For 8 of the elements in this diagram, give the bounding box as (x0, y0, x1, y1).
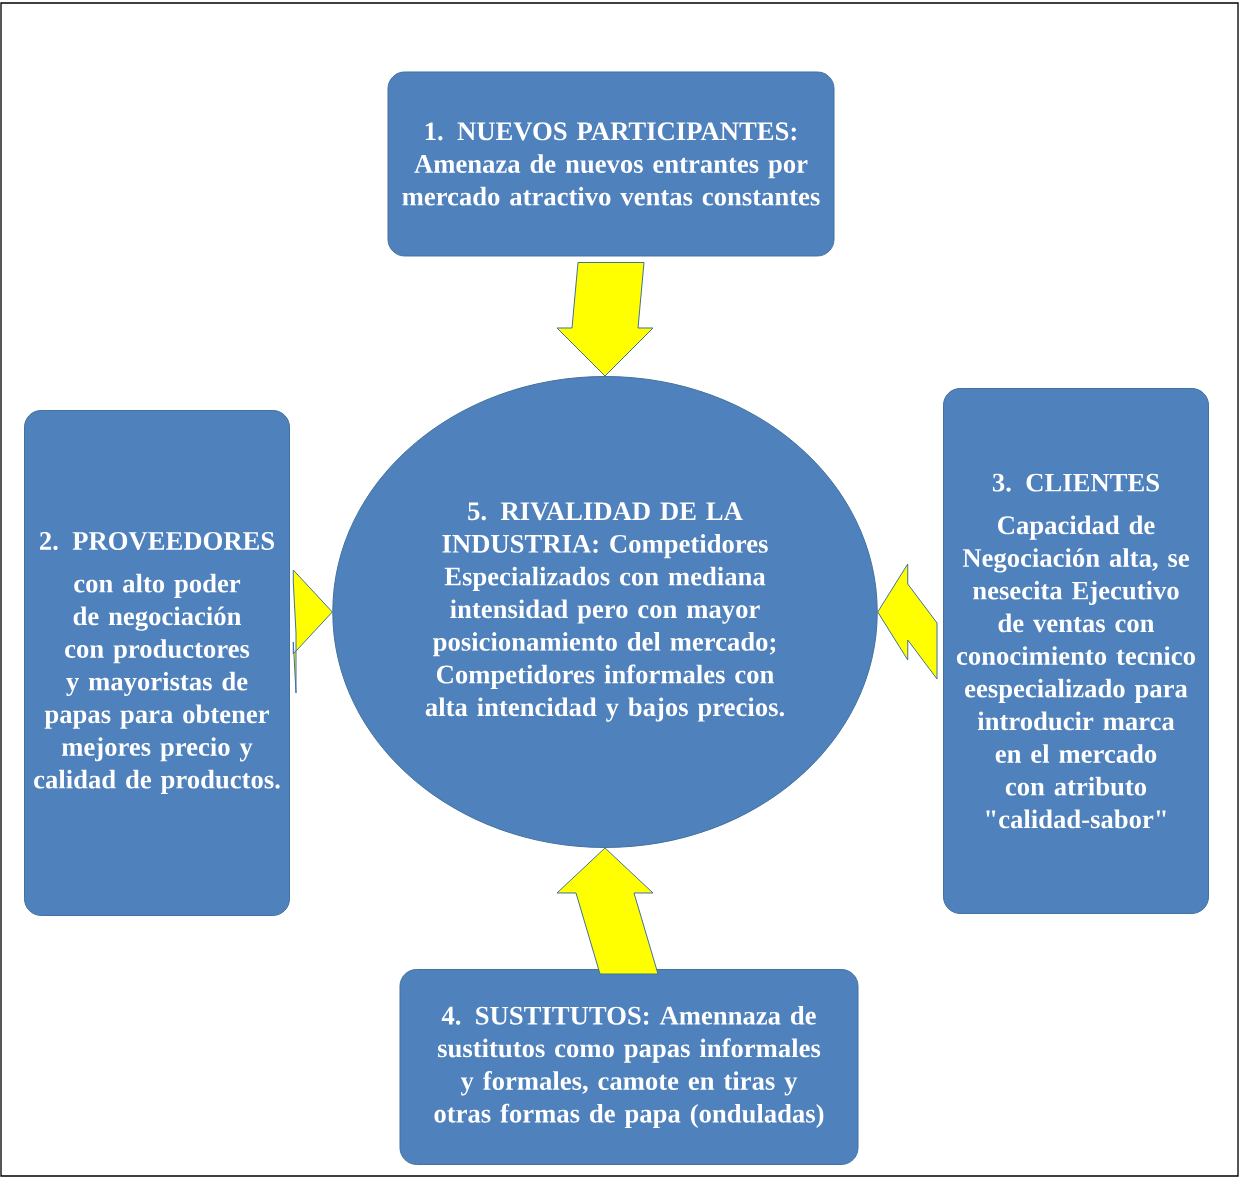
process-box: 4. SUSTITUTOS: Amennaza de sustitutos como papas informales y formales, camote en tiras y otras formas de papa (onduladas) (399, 969, 859, 1165)
block-arrow (556, 262, 654, 377)
process-box: 1. NUEVOS PARTICIPANTES: Amenaza de nuevos entrantes por mercado atractivo ventas constantes (387, 71, 835, 257)
block-arrow (292, 569, 333, 694)
process-box: 3. CLIENTES Capacidad de Negociación alta, se nesecita Ejecutivo de ventas con conocimiento tecnico eespecializado para introducir marca en el mercado con atributo "calidad-sabor" (943, 388, 1209, 914)
process-box: 2. PROVEEDORES con alto poder de negociación con productores y mayoristas de papas para obtener mejores precio y calidad de productos. (24, 410, 290, 916)
block-arrow (877, 563, 938, 680)
block-arrow (556, 847, 659, 975)
